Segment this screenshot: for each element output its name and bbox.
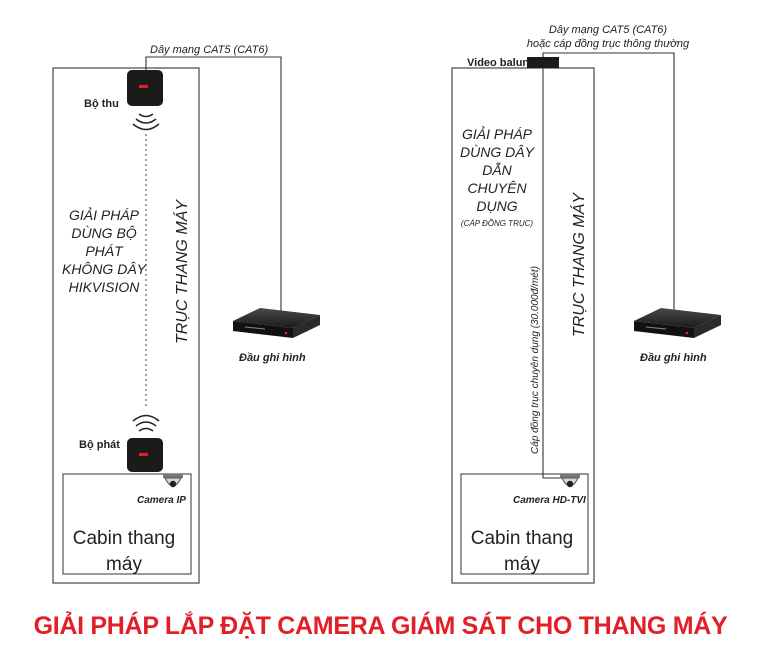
right-cat5-cable (542, 52, 675, 312)
right-solution-line-2: DÙNG DÂY (460, 144, 536, 160)
right-cabin-line-1: Cabin thang (471, 528, 573, 549)
main-title: GIẢI PHÁP LẮP ĐẶT CAMERA GIÁM SÁT CHO TH… (33, 612, 728, 640)
left-solution-line-4: KHÔNG DÂY (62, 261, 148, 277)
left-solution-line-3: PHÁT (85, 243, 124, 259)
right-solution-line-4: CHUYÊN (467, 180, 527, 196)
left-recorder-label: Đầu ghi hình (239, 352, 306, 364)
transmitter-label: Bộ phát (79, 439, 120, 451)
left-shaft-frame (52, 67, 200, 584)
left-diagram: Dây mạng CAT5 (CAT6) Bộ thu GIẢI PHÁP DÙ… (52, 44, 320, 584)
right-solution-note: (CÁP ĐỒNG TRỤC) (461, 218, 533, 228)
right-cabin-box (460, 473, 589, 575)
receiver-label: Bộ thu (84, 98, 119, 110)
left-shaft-label: TRỤC THANG MÁY (172, 199, 191, 344)
right-diagram: Dây mạng CAT5 (CAT6) hoặc cáp đồng trục … (451, 24, 721, 584)
right-solution-line-3: DẪN (482, 162, 512, 178)
left-solution-line-2: DÙNG BỘ (71, 225, 136, 241)
right-shaft-label: TRỤC THANG MÁY (569, 192, 588, 337)
dvr-recorder-icon (634, 308, 721, 338)
transmitter-device-icon (127, 438, 163, 472)
right-cable-label-1: Dây mạng CAT5 (CAT6) (549, 24, 668, 36)
dome-camera-icon (163, 474, 183, 488)
left-cabin-box (62, 473, 192, 575)
right-cable-vertical-label: Cáp đồng trục chuyên dụng (30.000đ/mét) (529, 266, 541, 454)
dvr-recorder-icon (233, 308, 320, 338)
wifi-down-icon (132, 113, 160, 131)
left-cat5-cable (145, 56, 282, 312)
receiver-device-icon (127, 70, 163, 106)
wifi-up-icon (132, 414, 160, 432)
dome-camera-icon (560, 474, 580, 488)
left-cable-label: Dây mạng CAT5 (CAT6) (150, 44, 269, 56)
video-balun-icon (527, 57, 559, 68)
left-solution-line-5: HIKVISION (69, 279, 141, 295)
balun-label: Video balun (467, 57, 529, 69)
left-cabin-line-2: máy (106, 554, 142, 575)
left-camera-label: Camera IP (137, 495, 186, 506)
right-solution-line-5: DỤNG (476, 198, 517, 214)
right-recorder-label: Đầu ghi hình (640, 352, 707, 364)
right-shaft-frame (451, 67, 595, 584)
left-solution-line-1: GIẢI PHÁP (69, 206, 140, 223)
right-camera-label: Camera HD-TVI (513, 495, 586, 506)
elevator-camera-diagram: Dây mạng CAT5 (CAT6) Bộ thu GIẢI PHÁP DÙ… (52, 24, 721, 584)
right-solution-line-1: GIẢI PHÁP (462, 125, 533, 142)
right-cabin-line-2: máy (504, 554, 540, 575)
right-cable-label-2: hoặc cáp đồng trục thông thường (527, 38, 690, 50)
left-cabin-line-1: Cabin thang (73, 528, 175, 549)
